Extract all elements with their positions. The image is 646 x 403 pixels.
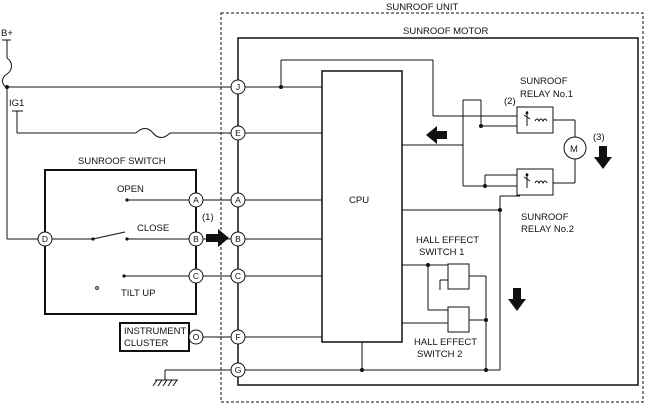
svg-text:C: C <box>193 271 199 281</box>
hall-effect-switch-1 <box>447 263 470 290</box>
unit-connector-b: B <box>230 231 246 247</box>
sunroof-motor-title: SUNROOF MOTOR <box>403 26 488 37</box>
svg-text:J: J <box>236 82 240 92</box>
hall1-label-2: SWITCH 1 <box>419 247 464 258</box>
unit-connector-f: F <box>230 329 246 345</box>
relay2-label-1: SUNROOF <box>521 212 569 223</box>
hall1-label-1: HALL EFFECT <box>416 235 479 246</box>
unit-connector-c: C <box>230 268 246 284</box>
b-plus-fuse <box>2 57 12 89</box>
open-label: OPEN <box>117 184 144 195</box>
unit-connector-j: J <box>230 79 246 95</box>
unit-connector-a: A <box>230 192 246 208</box>
cpu-label: CPU <box>349 195 369 206</box>
callout-3: (3) <box>593 132 605 143</box>
callout-2: (2) <box>504 96 516 107</box>
arrow-left-icon <box>426 126 447 144</box>
svg-text:E: E <box>235 128 241 138</box>
arrow-right-icon <box>206 229 229 247</box>
ig1-label: IG1 <box>9 98 24 109</box>
svg-text:B: B <box>193 234 199 244</box>
svg-text:D: D <box>42 234 48 244</box>
hall-effect-switch-2 <box>447 306 470 333</box>
sunroof-motor-box <box>237 37 639 386</box>
svg-text:A: A <box>235 195 241 205</box>
switch-connector-d <box>37 231 53 247</box>
cpu-box <box>321 70 403 343</box>
tilt-up-label: TILT UP <box>121 288 156 299</box>
hall2-label-1: HALL EFFECT <box>414 337 477 348</box>
sunroof-unit-title: SUNROOF UNIT <box>386 2 459 13</box>
arrow-down-icon-2 <box>508 288 526 311</box>
relay1-label-1: SUNROOF <box>520 76 568 87</box>
unit-connector-e: E <box>230 125 246 141</box>
ig1-fuse <box>135 128 171 138</box>
relay2-label-2: RELAY No.2 <box>521 224 574 235</box>
svg-text:B: B <box>235 234 241 244</box>
instrument-cluster-label-1: INSTRUMENT <box>124 326 186 337</box>
svg-text:C: C <box>235 271 241 281</box>
sunroof-switch-title: SUNROOF SWITCH <box>78 156 166 167</box>
svg-text:A: A <box>193 195 199 205</box>
motor-label: M <box>570 144 578 155</box>
hall2-label-2: SWITCH 2 <box>417 349 462 360</box>
svg-text:F: F <box>235 332 240 342</box>
close-label: CLOSE <box>137 223 169 234</box>
sunroof-unit-boundary <box>220 12 644 403</box>
relay1-label-2: RELAY No.1 <box>520 89 573 100</box>
callout-1: (1) <box>202 212 214 223</box>
svg-text:O: O <box>193 332 200 342</box>
b-plus-label: B+ <box>1 28 13 39</box>
svg-text:G: G <box>235 365 242 375</box>
arrow-down-icon <box>594 146 612 169</box>
unit-connector-g: G <box>230 362 246 378</box>
instrument-cluster-label-2: CLUSTER <box>124 338 168 349</box>
